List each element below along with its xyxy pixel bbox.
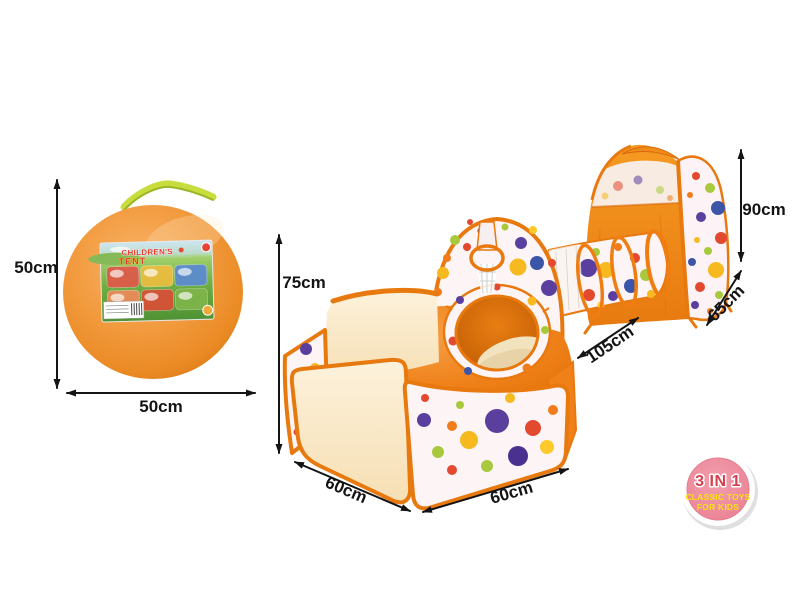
- dimension-arrow: [422, 468, 569, 513]
- pit-back-left-panel: [324, 290, 439, 379]
- badge-line3: FOR KIDS: [697, 502, 739, 512]
- label-product-thumbnails: [106, 264, 208, 313]
- badge-line1: 3 IN 1: [695, 473, 741, 490]
- carry-bag: CHILDREN'S TENT: [63, 180, 243, 379]
- label-round-badge-top: [201, 242, 212, 253]
- badge-3in1: 3 IN 1 CLASSIC TOYS FOR KIDS: [681, 452, 758, 530]
- dim-ball-pit-height: 75cm: [275, 234, 326, 454]
- dim-bag-width: 50cm: [66, 389, 256, 416]
- tent-corner-trim: [676, 160, 690, 319]
- bag-label-title-line2: TENT: [119, 256, 147, 267]
- dim-bag-height: 50cm: [14, 179, 61, 389]
- bag-handle: [120, 180, 217, 211]
- tent-left-ridge-trim: [590, 144, 632, 201]
- bag-label-title-line1: CHILDREN'S: [121, 247, 173, 257]
- bag-handle-shadow: [123, 185, 214, 211]
- entrance-ring-dots: [448, 283, 549, 375]
- pit-basketball-hoop: [469, 221, 505, 294]
- pit-back-left-trim: [330, 287, 440, 304]
- label-round-badge-bottom: [202, 304, 214, 316]
- play-tunnel: [544, 229, 671, 320]
- pit-arch-dots: [434, 219, 557, 296]
- bag-label: CHILDREN'S TENT: [88, 239, 215, 323]
- dimension-arrow: [706, 270, 742, 326]
- tent-window-seam: [591, 202, 680, 208]
- pit-front-right-dots: [417, 393, 558, 475]
- label-ball-logo: [178, 247, 184, 253]
- dimension-label: 90cm: [742, 200, 785, 219]
- pit-tunnel-entrance: [442, 283, 552, 381]
- dim-tent-height: 90cm: [737, 149, 786, 262]
- dimension-label: 50cm: [139, 397, 182, 416]
- dim-tunnel-length: 105cm: [577, 317, 639, 367]
- tent-mesh-window: [592, 160, 679, 207]
- pit-arch-trim: [430, 216, 565, 353]
- dimension-arrow: [577, 317, 639, 359]
- dimension-label: 105cm: [583, 322, 638, 367]
- dimension-arrow: [294, 461, 411, 512]
- dimension-label: 50cm: [14, 258, 57, 277]
- label-cloud: [110, 246, 131, 253]
- tunnel-rings: [576, 229, 671, 319]
- tent-mesh-dots: [601, 175, 673, 201]
- dimension-label: 75cm: [282, 273, 325, 292]
- label-info-box: [103, 300, 145, 320]
- ball-pit: [282, 216, 578, 511]
- entrance-ties: [445, 305, 550, 313]
- badge-face: [686, 457, 750, 521]
- label-hill: [88, 252, 141, 265]
- badge-line2: CLASSIC TOYS: [685, 492, 750, 502]
